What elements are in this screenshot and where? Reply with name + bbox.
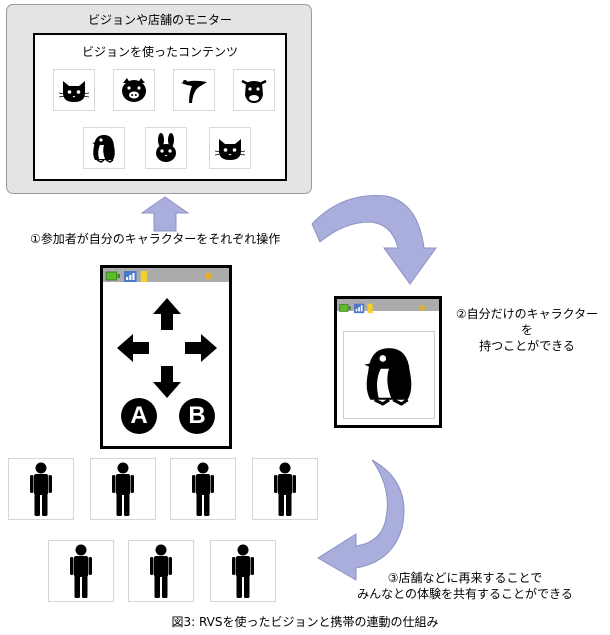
direction-pad [117, 298, 217, 398]
cat-face-icon [209, 127, 251, 169]
step3-label: ③店舗などに再来することで みんなとの体験を共有することができる [357, 571, 573, 601]
penguin-icon [358, 340, 420, 410]
arrow-right-icon [185, 334, 217, 362]
arrow-left-icon [117, 334, 149, 362]
arrow-up-to-monitor-icon [140, 196, 190, 232]
pig-face-icon [113, 69, 155, 111]
participant-person [210, 540, 276, 602]
store-monitor: ビジョンや店舗のモニター ビジョンを使ったコンテンツ [6, 4, 312, 194]
person-icon [70, 544, 92, 598]
status-bar [103, 268, 229, 282]
cow-face-icon [233, 69, 275, 111]
participant-person [128, 540, 194, 602]
step1-label: ①参加者が自分のキャラクターをそれぞれ操作 [30, 232, 281, 246]
status-bar [337, 299, 439, 311]
figure-caption: 図3: RVSを使ったビジョンと携帯の連動の仕組み [171, 615, 439, 629]
rabbit-icon [145, 127, 187, 169]
bird-icon [173, 69, 215, 111]
character-phone [334, 296, 442, 428]
person-icon [150, 544, 172, 598]
b-button[interactable]: B [179, 398, 215, 434]
curved-arrow-left-icon [317, 459, 405, 581]
cat-face-icon [53, 69, 95, 111]
penguin-icon [83, 127, 125, 169]
person-icon [112, 462, 134, 516]
monitor-title: ビジョンや店舗のモニター [87, 13, 232, 27]
participant-person [170, 458, 236, 520]
participant-person [48, 540, 114, 602]
person-icon [192, 462, 214, 516]
curved-arrow-right-icon [311, 195, 437, 285]
arrow-up-icon [153, 298, 181, 330]
screen-title: ビジョンを使ったコンテンツ [81, 45, 238, 59]
a-button[interactable]: A [121, 398, 157, 434]
person-icon [274, 462, 296, 516]
arrow-down-icon [153, 366, 181, 398]
step2-label: ②自分だけのキャラクターを 持つことができる [455, 307, 599, 353]
vision-screen: ビジョンを使ったコンテンツ [33, 33, 287, 181]
person-icon [232, 544, 254, 598]
participant-person [252, 458, 318, 520]
controller-phone: A B [100, 265, 232, 449]
character-display [343, 331, 435, 419]
participant-person [90, 458, 156, 520]
person-icon [30, 462, 52, 516]
participant-person [8, 458, 74, 520]
